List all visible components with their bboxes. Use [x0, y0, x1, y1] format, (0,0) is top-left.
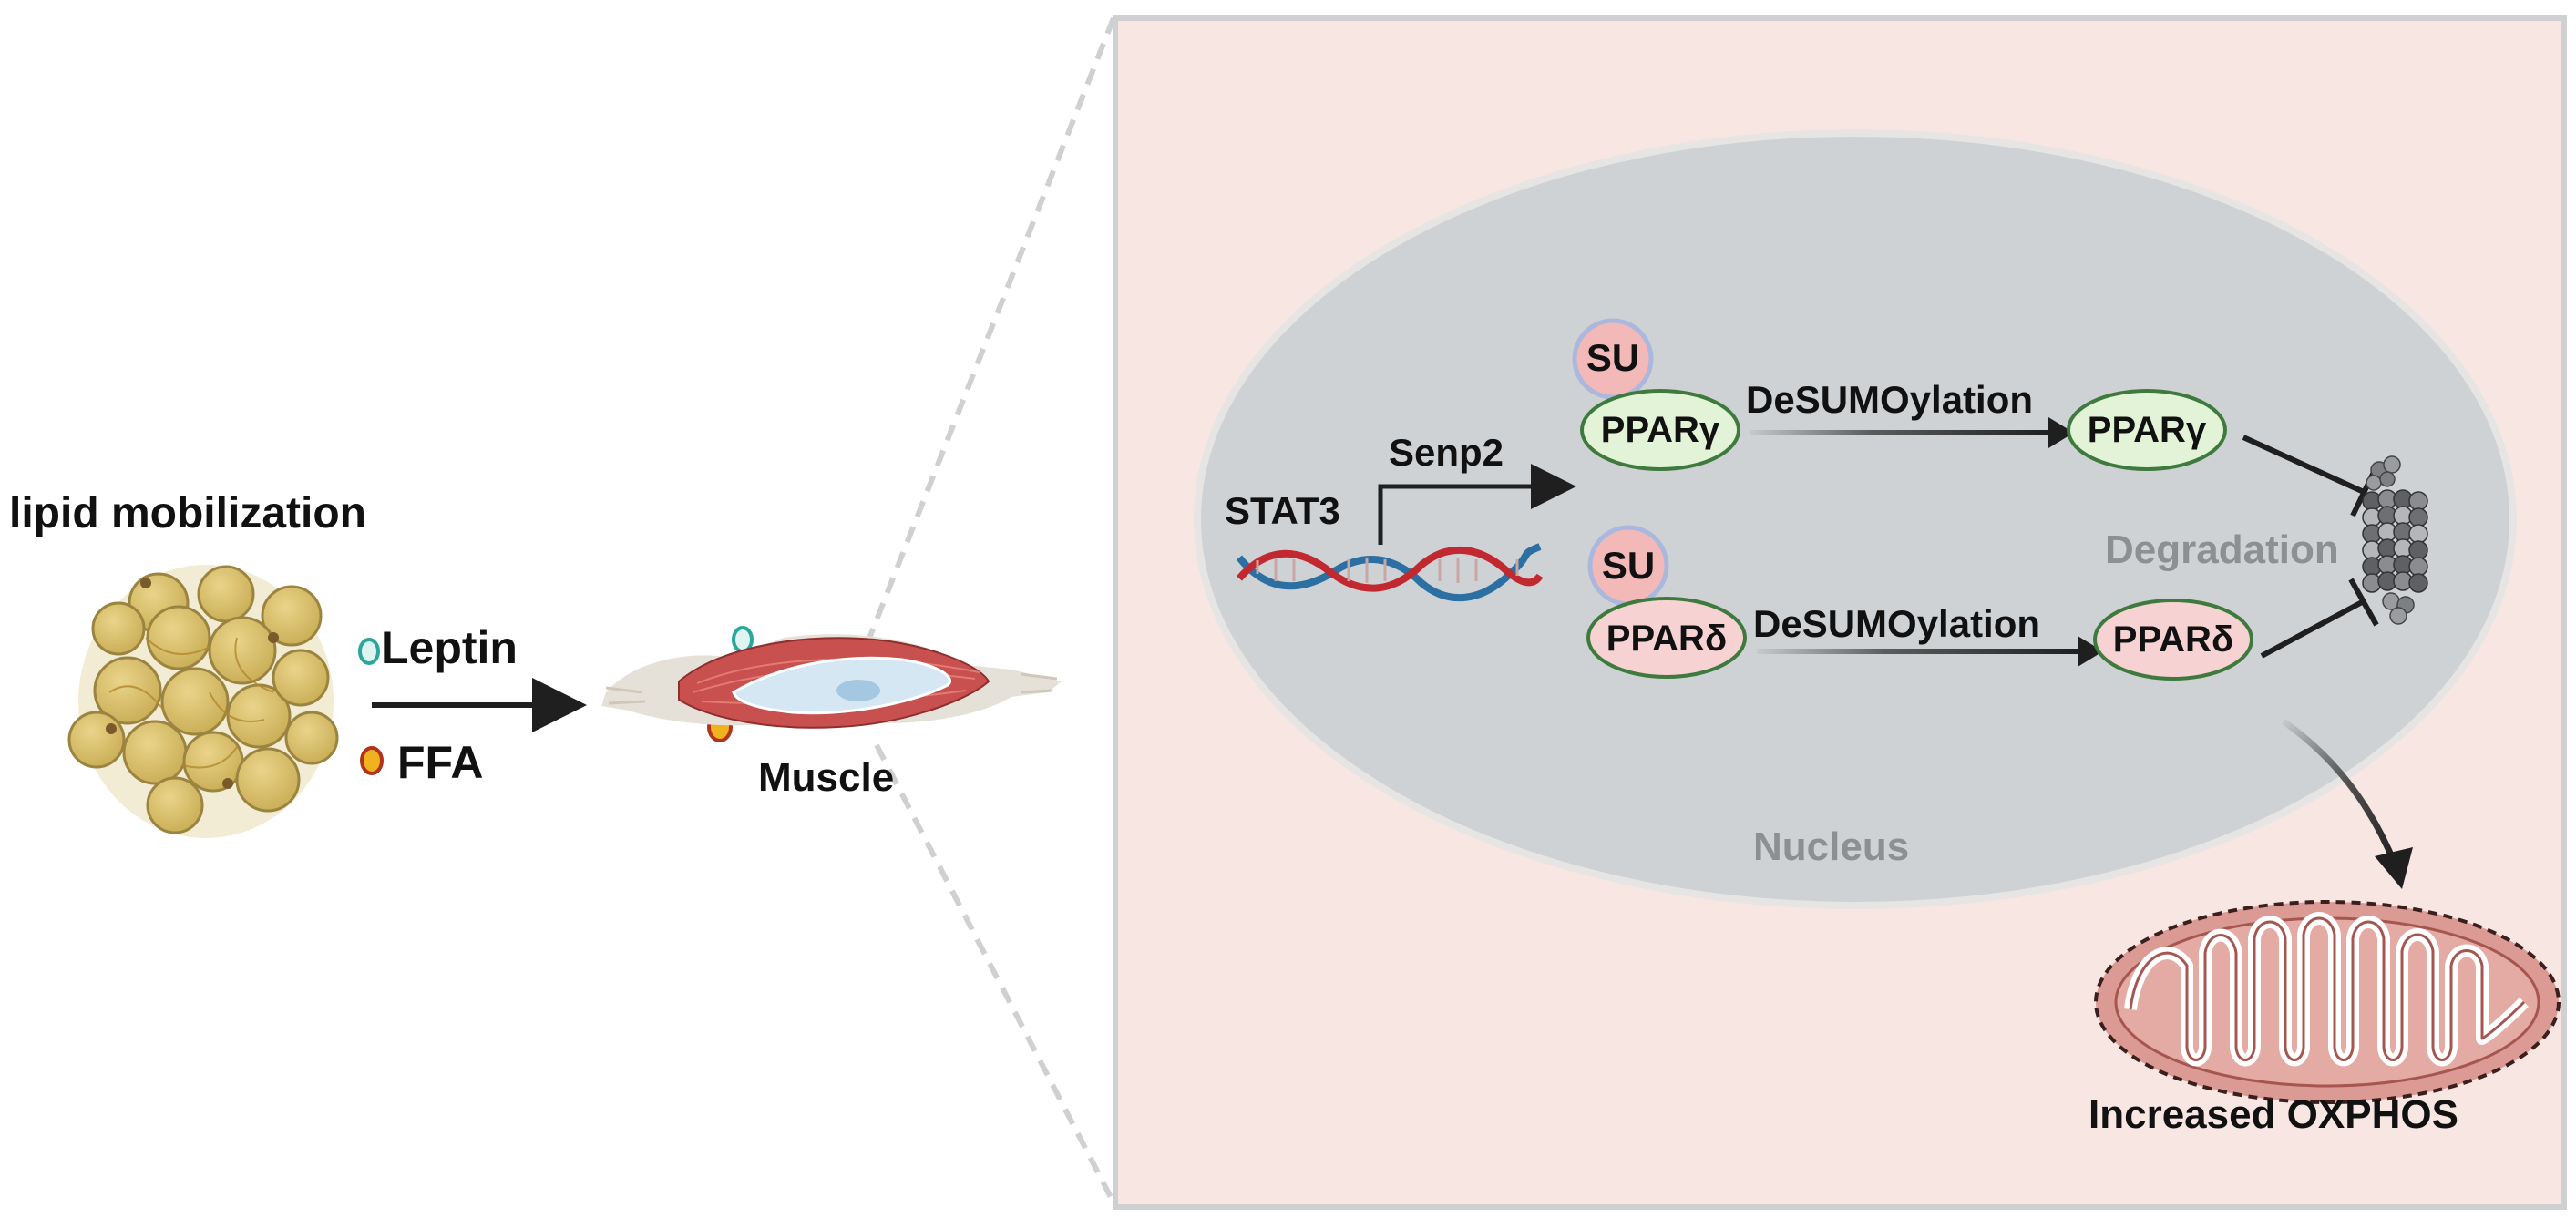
ppar-gamma	[2067, 389, 2227, 471]
ppar-gamma-sumo-label: PPARγ	[1600, 410, 1720, 450]
leptin-label: Leptin	[381, 622, 518, 673]
desumo-arrow-bottom	[1757, 636, 2103, 667]
ppar-gamma-sumo	[1580, 389, 1740, 471]
senp2-transcription-arrow	[1378, 464, 1576, 545]
ffa-label: FFA	[397, 737, 484, 788]
muscle-cell	[601, 634, 1062, 729]
degradation-label: Degradation	[2105, 527, 2339, 572]
senp2-label: Senp2	[1389, 431, 1504, 474]
stat3-label: STAT3	[1225, 489, 1340, 532]
inhibit-bottom	[2260, 578, 2379, 659]
ppar-delta-sumo-label: PPARδ	[1606, 619, 1728, 659]
ffa-marker	[360, 746, 384, 775]
muscle-label: Muscle	[758, 755, 895, 800]
ppar-delta	[2093, 599, 2253, 681]
leptin-marker	[358, 638, 380, 665]
nucleus	[1194, 129, 2517, 909]
mitochondrion	[2094, 900, 2561, 1104]
oxphos-label: Increased OXPHOS	[2089, 1092, 2458, 1137]
desumo-top-label: DeSUMOylation	[1746, 378, 2034, 421]
ppar-delta-sumo	[1586, 597, 1747, 679]
desumo-bottom-label: DeSUMOylation	[1753, 602, 2041, 645]
ppar-delta-label: PPARδ	[2112, 619, 2234, 660]
adipocyte-cluster	[67, 565, 339, 838]
su-top-label: SU	[1586, 336, 1640, 379]
proteasome	[2362, 455, 2428, 625]
dna-helix	[1236, 543, 1544, 602]
lipid-mobilization-title: lipid mobilization	[9, 489, 366, 537]
su-bottom-label: SU	[1601, 544, 1656, 587]
oxphos-curve-arrow	[2281, 719, 2398, 865]
ppar-gamma-label: PPARγ	[2087, 410, 2207, 450]
desumo-arrow-top	[1750, 417, 2074, 448]
zoom-lines	[861, 16, 1116, 1204]
oxphos-arrowhead	[2375, 847, 2413, 889]
nucleus-label: Nucleus	[1753, 824, 1910, 869]
